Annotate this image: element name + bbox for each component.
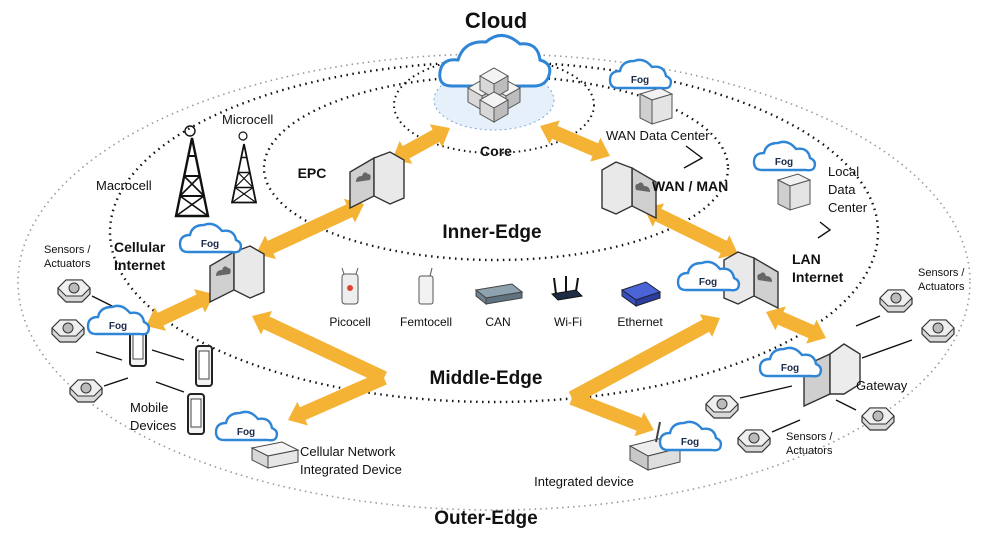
- antenna-signal-icon: [184, 125, 196, 137]
- outer-edge-ring: [17, 53, 971, 511]
- outer-edge-label: Outer-Edge: [434, 508, 537, 529]
- femtocell-icon: [418, 267, 434, 305]
- cellular-device-label: Integrated Device: [300, 462, 402, 477]
- sensor-icon: [705, 395, 739, 419]
- wan-man-router-icon: [601, 161, 657, 219]
- sensors-bottom-label: Sensors /: [786, 431, 833, 443]
- arrow-core-wan: [540, 120, 610, 162]
- lan-label: Internet: [792, 269, 844, 285]
- arrow-middle-integrated: [569, 391, 654, 437]
- macrocell-tower-icon: [174, 136, 210, 218]
- sensor-icon: [879, 289, 913, 313]
- fog-cloud-icon: Fog: [178, 222, 243, 254]
- local-data-center-label: Center: [828, 200, 868, 215]
- sensors-right-label: Sensors /: [918, 267, 965, 279]
- fog-cloud-icon: Fog: [758, 346, 823, 378]
- fog-label: Fog: [201, 239, 219, 250]
- ethernet-switch-icon: [620, 281, 662, 307]
- wan-man-label: WAN / MAN: [652, 178, 728, 194]
- fog-label: Fog: [775, 157, 793, 168]
- arrow-middle-lan: [568, 314, 720, 405]
- cellular-integrated-device-icon: [250, 441, 300, 469]
- fog-cloud-icon: Fog: [86, 304, 151, 336]
- cellular-label: Cellular: [114, 239, 166, 255]
- picocell-icon: [341, 267, 359, 305]
- inner-edge-label: Inner-Edge: [442, 222, 541, 243]
- epc-label: EPC: [298, 165, 327, 181]
- arrow-epc-cellular: [256, 198, 364, 260]
- mobile-devices-label: Mobile: [130, 400, 168, 415]
- wan-data-center-icon: [638, 87, 674, 125]
- sensor-connectors: [88, 145, 913, 433]
- core-label: Core: [480, 143, 512, 159]
- sensor-icon: [57, 279, 91, 303]
- tech-label-femtocell: Femtocell: [400, 315, 452, 329]
- phone-icon: [195, 345, 213, 387]
- sensor-icon: [921, 319, 955, 343]
- arrow-middle-device: [288, 371, 387, 426]
- fog-label: Fog: [699, 277, 717, 288]
- arrow-lan-gateway: [766, 306, 826, 344]
- wan-data-center-label: WAN Data Center: [606, 128, 710, 143]
- cellular-router-icon: [209, 245, 265, 303]
- fog-label: Fog: [109, 321, 127, 332]
- tech-label-can: CAN: [485, 315, 510, 329]
- sensors-bottom-label: Actuators: [786, 445, 833, 457]
- sensors-right-label: Actuators: [918, 281, 965, 293]
- middle-edge-label: Middle-Edge: [430, 368, 543, 389]
- cellular-label: Internet: [114, 257, 166, 273]
- local-data-center-label: Local: [828, 164, 859, 179]
- sensor-icon: [861, 407, 895, 431]
- fog-label: Fog: [681, 437, 699, 448]
- arrow-epc-core: [392, 124, 450, 164]
- fog-cloud-icon: Fog: [676, 260, 741, 292]
- epc-router-icon: [349, 151, 405, 209]
- connection-arrows: [146, 120, 826, 437]
- fog-label: Fog: [781, 363, 799, 374]
- cellular-device-label: Cellular Network: [300, 444, 396, 459]
- fog-label: Fog: [237, 427, 255, 438]
- sensor-icon: [737, 429, 771, 453]
- tech-label-picocell: Picocell: [329, 315, 370, 329]
- fog-cloud-icon: Fog: [658, 420, 723, 452]
- fog-cloud-icon: Fog: [752, 140, 817, 172]
- arrow-wan-lan: [644, 203, 738, 259]
- can-icon: [474, 283, 524, 306]
- sensor-icon: [69, 379, 103, 403]
- arrow-cellular-mobile: [146, 289, 214, 331]
- lan-label: LAN: [792, 251, 821, 267]
- tech-label-wifi: Wi-Fi: [554, 315, 582, 329]
- microcell-label: Microcell: [222, 112, 273, 127]
- wifi-router-icon: [550, 276, 584, 301]
- tech-label-ethernet: Ethernet: [617, 315, 663, 329]
- diagram-title: Cloud: [465, 8, 527, 33]
- sensors-left-label: Sensors /: [44, 244, 91, 256]
- microcell-tower-icon: [231, 143, 257, 204]
- sensors-left-label: Actuators: [44, 258, 91, 270]
- arrow-middle-cellular: [252, 311, 387, 385]
- antenna-signal-icon: [238, 131, 248, 141]
- local-data-center-icon: [776, 173, 812, 211]
- local-data-center-label: Data: [828, 182, 856, 197]
- macrocell-label: Macrocell: [96, 178, 152, 193]
- mobile-devices-label: Devices: [130, 418, 177, 433]
- sensors-left: [51, 279, 103, 403]
- middle-edge-ring: [108, 60, 880, 404]
- phone-icon: [187, 393, 205, 435]
- integrated-device-label: Integrated device: [534, 474, 634, 489]
- cloud-icon: [438, 34, 552, 88]
- fog-cloud-icon: Fog: [214, 410, 279, 442]
- gateway-label: Gateway: [856, 378, 908, 393]
- sensor-icon: [51, 319, 85, 343]
- fog-label: Fog: [631, 75, 649, 86]
- fog-cloud-icon: Fog: [608, 58, 673, 90]
